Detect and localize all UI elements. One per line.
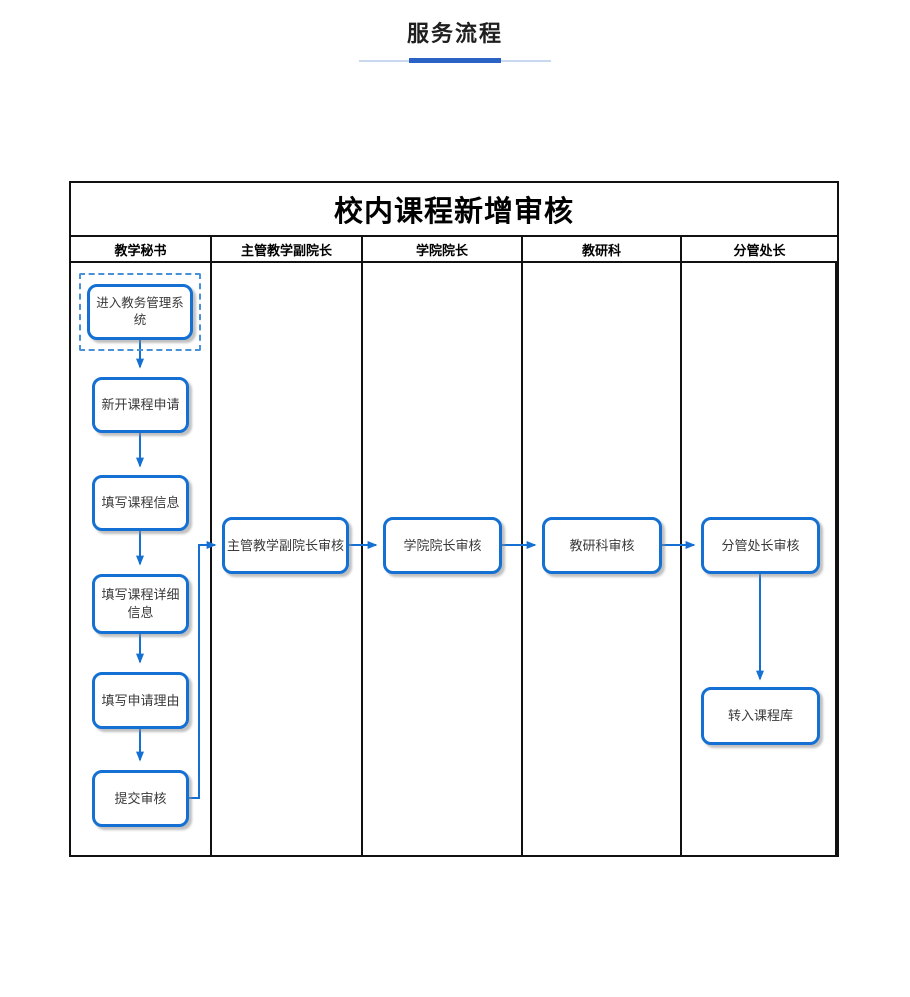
node-fill-reason: 填写申请理由 xyxy=(92,672,189,729)
title-underline-accent xyxy=(409,58,501,63)
flow-arrows xyxy=(136,340,764,799)
lane-col-vice-dean xyxy=(212,263,363,855)
flowchart-table: 校内课程新增审核 教学秘书 主管教学副院长 学院院长 教研科 分管处长 xyxy=(69,181,839,857)
flow-overlay: 进入教务管理系统 新开课程申请 填写课程信息 填写课程详细信息 填写申请理由 提… xyxy=(71,263,837,855)
flowchart-title: 校内课程新增审核 xyxy=(71,183,837,237)
lane-header-teaching-secretary: 教学秘书 xyxy=(71,237,212,261)
node-dean-review: 学院院长审核 xyxy=(383,517,502,574)
lane-header-research-section: 教研科 xyxy=(523,237,682,261)
node-fill-course-detail: 填写课程详细信息 xyxy=(92,574,189,634)
node-research-section-review: 教研科审核 xyxy=(542,517,662,574)
lane-header-vice-dean: 主管教学副院长 xyxy=(212,237,363,261)
lane-col-dean xyxy=(363,263,523,855)
lane-header-row: 教学秘书 主管教学副院长 学院院长 教研科 分管处长 xyxy=(71,237,837,263)
node-new-course-apply: 新开课程申请 xyxy=(92,377,189,433)
node-to-course-library: 转入课程库 xyxy=(701,687,820,745)
node-director-review: 分管处长审核 xyxy=(701,517,820,574)
lane-body: 进入教务管理系统 新开课程申请 填写课程信息 填写课程详细信息 填写申请理由 提… xyxy=(71,263,837,855)
lane-col-research-section xyxy=(523,263,682,855)
lane-header-dean: 学院院长 xyxy=(363,237,523,261)
title-underline xyxy=(359,58,551,64)
lane-header-director: 分管处长 xyxy=(733,242,786,258)
page-title: 服务流程 xyxy=(406,21,503,46)
start-node-dashed-frame xyxy=(79,273,201,351)
node-submit-review: 提交审核 xyxy=(92,770,189,827)
node-enter-system: 进入教务管理系统 xyxy=(87,284,193,340)
page-header: 服务流程 xyxy=(0,16,910,64)
lane-col-director xyxy=(682,263,837,855)
node-fill-course-info: 填写课程信息 xyxy=(92,475,189,531)
node-vice-dean-review: 主管教学副院长审核 xyxy=(222,517,349,574)
lane-col-teaching-secretary xyxy=(71,263,212,855)
